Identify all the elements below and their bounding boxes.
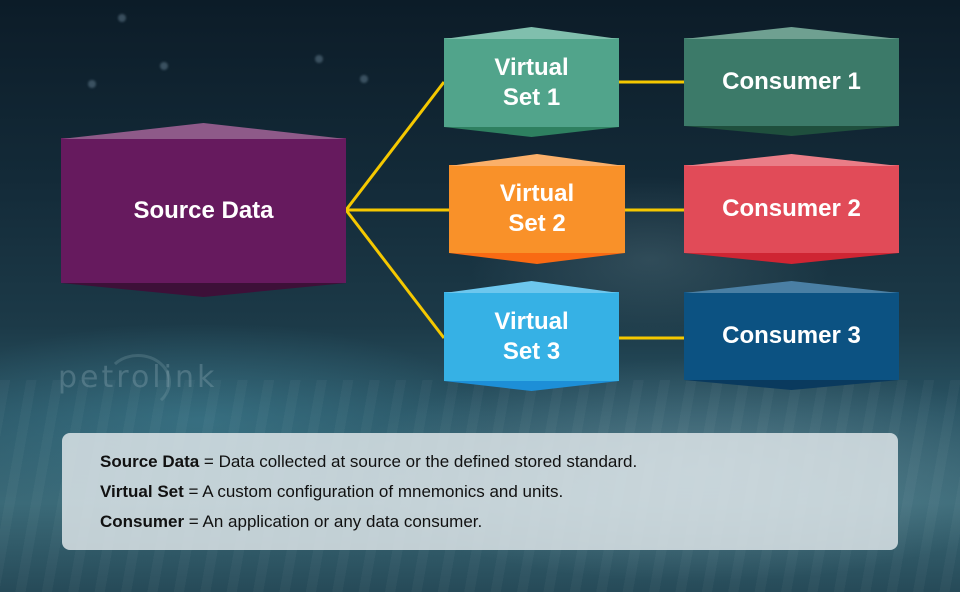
consumer-3-node: Consumer 3	[684, 281, 899, 390]
legend-term: Consumer	[100, 512, 185, 531]
node-bottom-cap	[684, 126, 899, 136]
legend-panel: Source Data = Data collected at source o…	[62, 433, 898, 550]
legend-definition: = Data collected at source or the define…	[199, 452, 638, 471]
node-bottom-cap	[444, 127, 619, 137]
node-label: Consumer 1	[722, 68, 861, 95]
consumer-1-node: Consumer 1	[684, 27, 899, 136]
watermark-logo: petrolink	[58, 360, 218, 395]
legend-definition: = An application or any data consumer.	[184, 512, 483, 531]
node-bottom-cap	[444, 381, 619, 391]
source-data-node: Source Data	[61, 123, 346, 297]
legend-term: Virtual Set	[100, 482, 184, 501]
legend-row-virtual-set: Virtual Set = A custom configuration of …	[100, 477, 898, 507]
node-bottom-cap	[684, 380, 899, 390]
node-label: Source Data	[133, 196, 274, 224]
legend-row-consumer: Consumer = An application or any data co…	[100, 507, 898, 537]
logo-swoosh-icon	[105, 354, 171, 410]
legend-definition: = A custom configuration of mnemonics an…	[183, 482, 564, 501]
node-bottom-cap	[449, 253, 625, 264]
edge-source-vs1	[344, 81, 446, 211]
legend-term: Source Data	[100, 452, 200, 471]
node-label: Consumer 3	[722, 322, 861, 349]
node-label: Consumer 2	[722, 195, 861, 222]
edge-source-vs3	[344, 209, 446, 339]
node-bottom-cap	[684, 253, 899, 264]
consumer-2-node: Consumer 2	[684, 154, 899, 264]
legend-row-source-data: Source Data = Data collected at source o…	[100, 447, 898, 477]
